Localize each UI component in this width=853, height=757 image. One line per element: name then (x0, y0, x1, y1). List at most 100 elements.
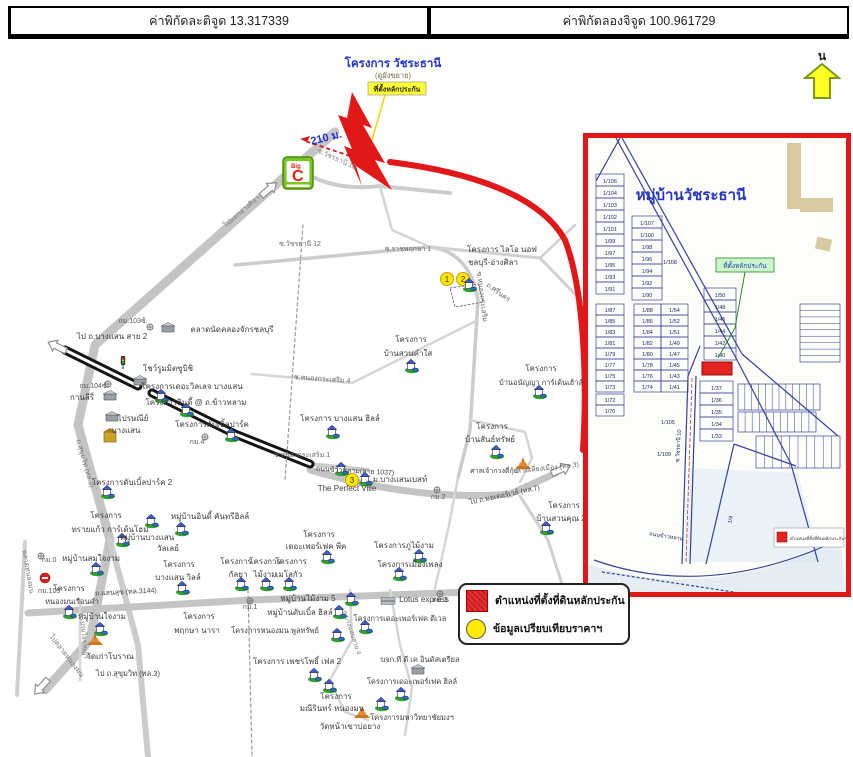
map-label: หมู่บ้านอินดี้ คันทรีฮิลล์ (171, 510, 249, 522)
house-icon (331, 627, 345, 643)
map-legend: ตำแหน่งที่ตั้งที่ดินหลักประกัน ข้อมูลเปร… (458, 583, 630, 645)
house-icon (283, 576, 297, 592)
map-label: โครงการ (275, 556, 307, 566)
map-label: พฤกษา นารา (174, 626, 220, 635)
bypass-road (518, 494, 564, 586)
map-label: โครงการ (320, 691, 352, 701)
noentry-icon (39, 572, 51, 584)
paper-blob (800, 198, 833, 212)
khaolam-road (306, 466, 560, 500)
temple-icon (87, 633, 103, 645)
legend-label: ข้อมูลเปรียบเทียบราคาฯ (493, 623, 603, 635)
map-label: ซ.ราชพฤกษา 1 (385, 246, 432, 253)
map-label: หมู่บ้านดับเบิ้ล ฮิลล์ (267, 606, 333, 618)
plot-number: 1/34 (711, 422, 722, 428)
map-label: ชลบุรี-อ่างศิลา (468, 258, 518, 267)
map-label: โครงการเมืองเพลง (377, 559, 442, 569)
house-icon (225, 427, 239, 443)
map-label: โครงการดับเบิ้ลปาร์ค (175, 418, 249, 429)
map-label: กม.4 (190, 439, 205, 446)
connector-road-3 (433, 476, 460, 590)
milepost-icon (37, 552, 45, 560)
house-icon (333, 604, 347, 620)
plot-number: 1/96 (642, 257, 653, 263)
house-icon (359, 619, 373, 635)
inset-label: 1/105 (661, 420, 675, 426)
building-icon (410, 664, 426, 675)
plot-number: 1/73 (605, 385, 616, 391)
sukhumvit-south-road (107, 537, 151, 757)
cadastral-plan: 1/1061/1041/1031/1021/1011/991/971/951/9… (588, 138, 846, 592)
map-label: บางแสน (112, 426, 142, 435)
plot-number: 1/91 (605, 287, 616, 293)
plot-number: 1/78 (642, 363, 653, 369)
lio-plot-outline (449, 283, 484, 308)
map-label: วัดหน้าเขาบ่อยาง (320, 722, 381, 731)
map-label: กม.1 (243, 604, 258, 611)
map-label: The Perfect Ville (318, 484, 377, 493)
south-road-2 (388, 588, 414, 737)
map-label: ตลาดนัดคลองจักรชลบุรี (191, 325, 275, 334)
sukhumvit-road (40, 127, 340, 695)
site-subtitle: (ดูผังขยาย) (375, 71, 412, 80)
plot-strip (737, 411, 817, 433)
map-label: วัดเก่าโบราณ (86, 651, 134, 661)
house-icon (326, 424, 340, 440)
plot-number: 1/45 (669, 363, 680, 369)
map-label: ไปรษณีย์ (117, 413, 149, 423)
paper-blob (814, 236, 833, 252)
plot-number: 1/86 (642, 319, 653, 325)
plot-cell (660, 380, 689, 393)
inset-tag-label: ที่ตั้งหลักประกัน (723, 261, 767, 270)
plot-number: 1/83 (605, 330, 616, 336)
building-icon (160, 322, 176, 333)
milepost-icon (104, 380, 112, 388)
plot-number: 1/82 (642, 341, 653, 347)
plot-number: 1/81 (605, 341, 616, 347)
gold-icon (103, 428, 117, 443)
map-label: โครงการ (183, 611, 215, 621)
map-label: ไป ถ.สุขุมวิท (ทล.3) (95, 669, 160, 678)
plot-number: 1/99 (605, 239, 616, 245)
plot-number: 1/104 (603, 191, 617, 197)
map-label: ศาลเจ้ากวงตี่กุ้ย (470, 466, 518, 475)
map-label: หมู่บ้านใจงาม (78, 612, 126, 622)
house-icon (90, 561, 104, 577)
building-icon (102, 390, 118, 401)
inset-line (687, 345, 701, 377)
plot-number: 1/44 (715, 329, 726, 335)
house-icon (375, 696, 389, 712)
map-label: โครงการ (476, 421, 508, 431)
plot-number: 1/102 (603, 215, 617, 221)
plot-number: 1/35 (711, 410, 722, 416)
map-label: โครงการดับเบิ้ลปาร์ค 2 (92, 476, 173, 487)
house-icon (180, 402, 194, 418)
lio-access-road (538, 223, 577, 260)
railway-line-1 (284, 224, 304, 481)
map-label: กัลยา (229, 570, 248, 579)
plot-number: 1/37 (711, 386, 722, 392)
map-label: เมโลกัว (276, 569, 303, 579)
longitude-value: ค่าพิกัดลองจิจูด 100.961729 (427, 8, 847, 34)
map-label: ม.บางแสนเบสท์ (373, 474, 427, 484)
map-label: โครงการมหาวิทยาชัยมงฯ (370, 713, 454, 722)
map-label: โครงการเดอะเพอร์เฟค ฮิลล์ (367, 677, 457, 686)
bangsaen-sai2-road-core (63, 348, 312, 466)
map-label: โครงการ (90, 510, 122, 520)
plot-number: 1/106 (603, 179, 617, 185)
plot-number: 1/46 (715, 317, 726, 323)
map-label: หมู่บ้านบางแสน (120, 533, 175, 543)
plot-number: 1/51 (669, 330, 680, 336)
house-icon (413, 548, 427, 564)
house-icon (101, 484, 115, 500)
plot-cell (595, 380, 625, 393)
house-icon (393, 566, 407, 582)
red-square-icon (466, 589, 488, 612)
house-icon (540, 520, 554, 536)
plot-number: 1/98 (642, 245, 653, 251)
map-label: โครงการ ไลโอ นอฟ (467, 244, 537, 254)
inset-tag-box (715, 257, 775, 273)
